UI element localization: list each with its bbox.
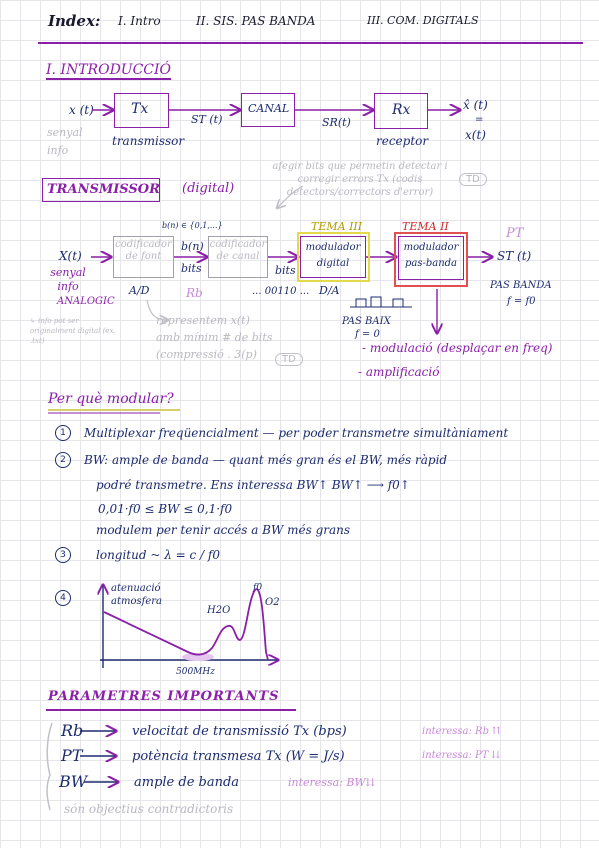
tx-box (114, 93, 169, 128)
trans-analogic: ANALOGIC (57, 296, 115, 307)
pt-label: PT (506, 226, 524, 241)
param-bw-symbol: BW (59, 772, 88, 791)
trans-info-note: ↳ info pot ser originalment digital (ex.… (30, 317, 116, 345)
rx-label: Rx (392, 102, 411, 118)
trans-x-in: X(t) (59, 249, 82, 263)
parametres-footer: són objectius contradictoris (64, 802, 234, 816)
cod-font-box (113, 236, 174, 278)
trans-senyal-info: senyal info (50, 266, 86, 293)
num-3: 3 (55, 547, 71, 563)
trans-st-out: ST (t) (497, 249, 532, 263)
ad-label: A/D (129, 284, 150, 297)
bits1-label: bits (181, 262, 202, 275)
index-item-intro: I. Intro (118, 14, 161, 28)
canal-box (241, 93, 295, 127)
modular-item2d: modulem per tenir accés a BW més grans (96, 523, 351, 537)
alphabet-note: b(n) ∈ {0,1,...} (162, 221, 223, 230)
transmissor-title: TRANSMISSOR (47, 182, 160, 197)
param-rb-symbol: Rb (61, 721, 84, 740)
rx-caption: receptor (376, 134, 429, 148)
intro-title: I. INTRODUCCIÓ (46, 62, 172, 80)
f0-mark: f0 (253, 583, 263, 593)
tx-caption: transmissor (112, 134, 185, 148)
bitstream-label: ... 00110 ... (252, 286, 310, 297)
mod-digital-box (300, 236, 366, 278)
canal-label: CANAL (248, 102, 290, 115)
intro-approx: = (475, 114, 484, 125)
transmissor-subtitle: (digital) (182, 181, 235, 196)
amplificacio-label: - amplificació (358, 365, 440, 379)
td-badge-top: TD (459, 173, 487, 186)
param-pt-note: interessa: PT ⇊ (422, 750, 501, 761)
mod-digital-label: modulador digital (305, 242, 361, 269)
param-bw-desc: ample de banda (134, 775, 240, 790)
modular-title: Per què modular? (48, 391, 174, 407)
modular-item2a: BW: ample de banda — quant més gran és e… (84, 453, 448, 467)
tema2-label: TEMA II (402, 220, 449, 233)
transmissor-note-top: afegir bits que permetin detectar i corr… (272, 161, 448, 198)
tema3-label: TEMA III (311, 220, 363, 233)
modulacio-label: - modulació (desplaçar en freq) (362, 341, 553, 355)
o2-label: O2 (265, 597, 280, 608)
modular-item3: longitud ~ λ = c / f0 (96, 548, 220, 562)
intro-x-in: x (t) (69, 103, 94, 117)
h2o-label: H2O (207, 605, 231, 616)
modular-item2c: 0,01·f0 ≤ BW ≤ 0,1·f0 (98, 502, 233, 516)
param-pt-desc: potència transmesa Tx (W = J/s) (132, 749, 345, 764)
rx-box (374, 93, 428, 129)
intro-sr: SR(t) (322, 116, 351, 129)
mod-pas-banda-label: modulador pas-banda (403, 242, 459, 269)
intro-senyal-note: senyal info (47, 126, 83, 157)
modular-item1: Multiplexar freqüencialment — per poder … (84, 426, 509, 440)
parametres-underline (46, 709, 296, 711)
freq-500mhz-label: 500MHz (176, 667, 215, 677)
pas-baix-label: PAS BAIX (342, 316, 391, 327)
index-label: Index: (48, 12, 101, 30)
representem-note: representem x(t) amb mínim # de bits (co… (156, 314, 273, 361)
modular-item2b: podré transmetre. Ens interessa BW↑ BW↑ … (96, 478, 410, 492)
bits2-label: bits (275, 264, 296, 277)
num-2: 2 (55, 452, 71, 468)
intro-x-out: x(t) (465, 128, 486, 142)
param-bw-note: interessa: BW⇊ (288, 776, 375, 789)
td-badge-bottom: TD (275, 353, 303, 366)
param-rb-note: interessa: Rb ⇈ (422, 726, 501, 737)
mod-pas-banda-box (398, 236, 464, 280)
pas-banda-label: PAS BANDA (490, 280, 552, 291)
cod-canal-label: codificador de canal (209, 239, 267, 262)
tx-label: Tx (131, 101, 149, 117)
num-1: 1 (55, 425, 71, 441)
index-item-pas-banda: II. SIS. PAS BANDA (196, 14, 316, 28)
num-4: 4 (55, 590, 71, 606)
intro-x-hat: x̂ (t) (463, 98, 488, 112)
da-label: D/A (319, 284, 340, 297)
transmissor-title-box (42, 178, 160, 202)
param-pt-symbol: PT (61, 746, 83, 765)
index-item-com-digitals: III. COM. DIGITALS (367, 14, 479, 27)
cod-canal-box (208, 236, 268, 278)
index-underline (38, 42, 583, 44)
parametres-title: PARAMETRES IMPORTANTS (48, 689, 280, 704)
param-rb-desc: velocitat de transmissió Tx (bps) (132, 724, 347, 739)
tema3-outer-box (297, 232, 370, 282)
f-zero-label: f = 0 (355, 329, 380, 340)
rb-label: Rb (186, 286, 203, 300)
f-fo-label: f = f0 (507, 296, 536, 307)
tema2-outer-box (394, 232, 468, 287)
atenuacio-label: atenuació atmosfera (111, 583, 162, 607)
bn-label: b(n) (181, 240, 204, 253)
cod-font-label: codificador de font (115, 239, 172, 262)
intro-st: ST (t) (191, 113, 223, 126)
